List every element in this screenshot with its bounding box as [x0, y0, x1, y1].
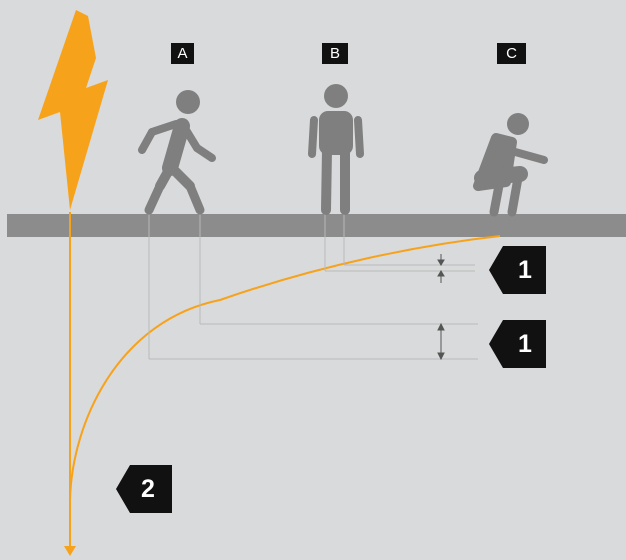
depth-number: 2	[130, 474, 166, 504]
small-difference-arrows	[438, 254, 444, 283]
person-a-label: A	[171, 43, 194, 64]
person-b-label: B	[322, 43, 348, 64]
walking-person-icon	[142, 90, 212, 210]
lightning-bolt-icon	[38, 10, 108, 210]
crouching-person-icon	[478, 113, 544, 212]
person-c-label: C	[497, 43, 526, 64]
large-difference-arrows	[438, 324, 444, 359]
step-voltage-large-number: 1	[505, 329, 545, 359]
potential-gradient-curve	[70, 236, 500, 500]
step-voltage-small-number: 1	[505, 255, 545, 285]
ground-surface	[7, 214, 626, 237]
standing-person-icon	[312, 84, 360, 210]
arrow-down-icon	[64, 546, 76, 556]
